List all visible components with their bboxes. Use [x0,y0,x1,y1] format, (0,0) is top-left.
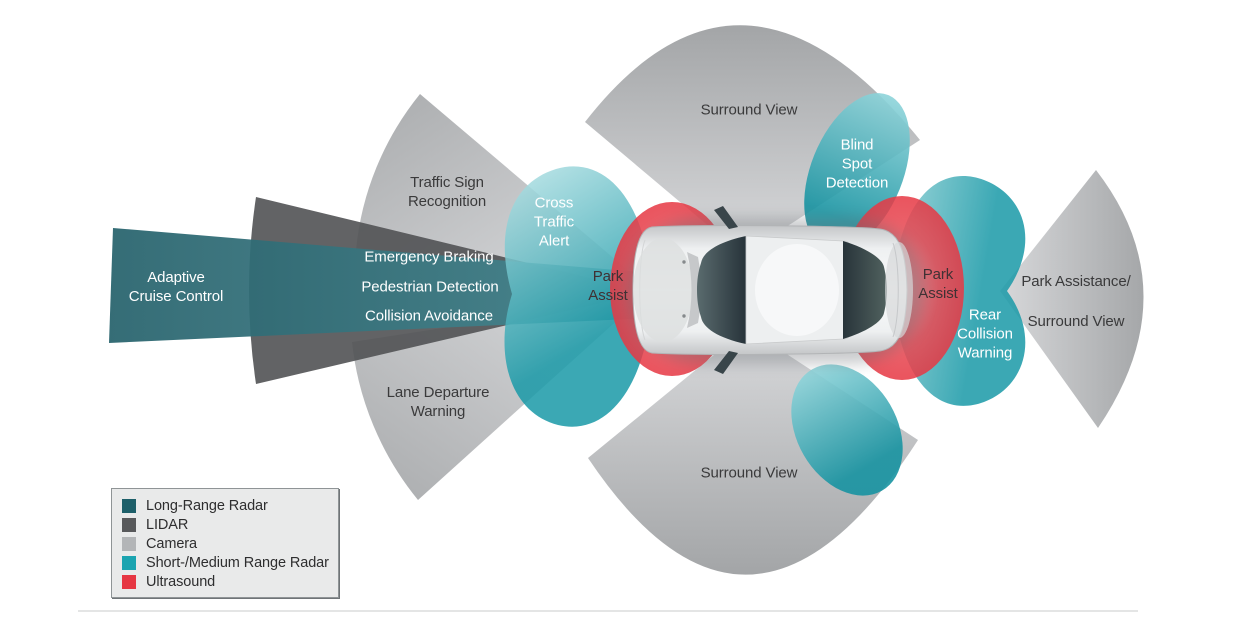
legend-label: Ultrasound [146,573,216,590]
label-emergency-braking: Emergency Braking [364,248,494,266]
car-sensor-dot-top [682,260,686,264]
legend: Long-Range Radar LIDAR Camera Short-/Med… [111,488,339,598]
legend-label: Short-/Medium Range Radar [146,554,329,571]
label-pedestrian-detection: Pedestrian Detection [361,278,499,296]
car-roof-highlight [755,244,839,336]
bottom-divider [78,610,1138,612]
legend-item-short-medium-range-radar: Short-/Medium Range Radar [122,553,338,572]
label-blind-spot-detection: Blind Spot Detection [825,136,889,192]
zone-blind-spot-detection-bottom [791,364,903,496]
car-sensor-dot-bottom [682,314,686,318]
label-traffic-sign-recognition: Traffic Sign Recognition [407,174,487,210]
legend-swatch-long-range-radar [122,498,136,513]
car-trunk-shading [885,242,913,338]
label-lane-departure-warning: Lane Departure Warning [386,384,490,420]
legend-item-ultrasound: Ultrasound [122,572,338,591]
label-collision-avoidance: Collision Avoidance [365,307,493,325]
car-top-view [632,206,913,374]
label-rear-collision-warning: Rear Collision Warning [957,306,1013,362]
legend-item-long-range-radar: Long-Range Radar [122,496,338,515]
label-surround-view-bottom: Surround View [700,464,798,482]
legend-label: LIDAR [146,516,189,533]
label-surround-view-top: Surround View [700,101,798,119]
car-trunk-line [892,242,899,338]
car-hood-shading [633,238,693,342]
label-cross-traffic-alert: Cross Traffic Alert [533,194,575,250]
legend-swatch-lidar [122,517,136,532]
car-cowl [687,252,701,328]
legend-swatch-short-medium-range-radar [122,555,136,570]
legend-label: Camera [146,535,197,552]
label-park-assist-rear: Park Assist [918,266,958,302]
car-windshield [697,236,746,344]
legend-swatch-camera [122,536,136,551]
car-side-mirror-bottom [714,351,738,374]
zone-cross-traffic-alert [504,166,652,427]
legend-swatch-ultrasound [122,574,136,589]
legend-item-camera: Camera [122,534,338,553]
label-adaptive-cruise-control: Adaptive Cruise Control [128,269,224,305]
car-side-mirror-top [714,206,738,229]
label-park-assistance-surround-view: Park Assistance/ Surround View [1021,273,1131,330]
zone-park-assistance-surround-view [1000,170,1144,428]
zone-surround-view-top [585,25,920,255]
legend-item-lidar: LIDAR [122,515,338,534]
legend-label: Long-Range Radar [146,497,268,514]
label-park-assist-front: Park Assist [588,268,628,304]
car-rear-window [843,241,887,339]
